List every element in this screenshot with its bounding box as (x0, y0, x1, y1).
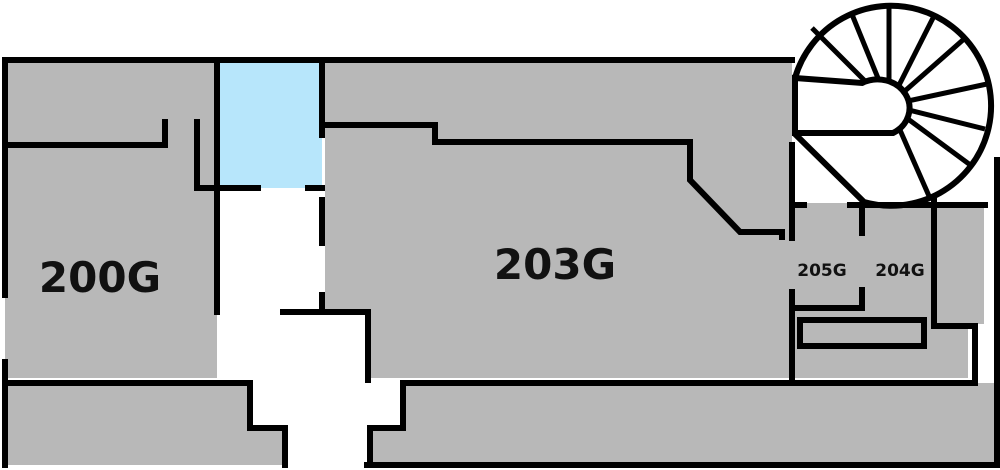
room-labels: 200G 203G 205G 204G (39, 240, 925, 302)
room-label-204g: 204G (875, 261, 924, 281)
spiral-staircase-icon (792, 2, 995, 209)
room-southwest-area (5, 382, 285, 465)
room-label-203g: 203G (494, 240, 616, 289)
room-204g-area[interactable] (862, 203, 936, 323)
room-205g-area[interactable] (792, 203, 862, 305)
room-label-205g: 205G (797, 261, 846, 281)
room-highlighted-area[interactable] (219, 61, 322, 188)
room-200g-area[interactable] (5, 60, 217, 378)
room-south-corridor-area (370, 383, 997, 465)
walls (2, 57, 1000, 468)
room-label-200g: 200G (39, 253, 161, 302)
room-east-closet-area[interactable] (936, 206, 984, 324)
